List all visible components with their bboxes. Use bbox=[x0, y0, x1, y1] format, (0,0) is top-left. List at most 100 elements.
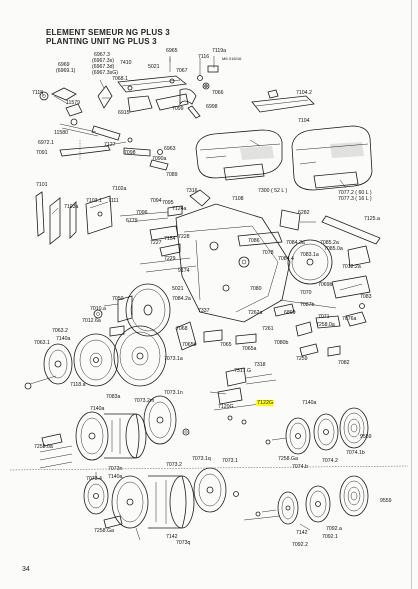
part-label: 7140a bbox=[90, 406, 105, 412]
part-label: 7102a bbox=[112, 186, 127, 192]
part-label: 7090a bbox=[152, 156, 167, 162]
part-label: (6967.3s) bbox=[92, 58, 114, 64]
part-label: 7092.1 bbox=[322, 534, 338, 540]
part-label: 7258.0a bbox=[34, 444, 53, 450]
part-label: 7337 bbox=[198, 308, 210, 314]
part-label: 7073q bbox=[176, 540, 191, 546]
part-label: 7111 bbox=[108, 198, 119, 204]
part-label: 6998 bbox=[206, 104, 218, 110]
part-label: 7073.1n bbox=[164, 390, 183, 396]
part-label: 6972.1 bbox=[38, 140, 54, 146]
press-wheels-bottom-right bbox=[243, 475, 369, 525]
part-label: 7063.1 bbox=[34, 340, 50, 346]
part-label: 7099 bbox=[172, 106, 184, 112]
coulter-bracket bbox=[213, 367, 277, 425]
part-label: 9559 bbox=[380, 498, 392, 504]
seed-hopper-small bbox=[195, 129, 283, 181]
gauge-wheels-front bbox=[24, 325, 167, 390]
part-label: 7104.2 bbox=[296, 90, 312, 96]
part-label: 7084.4 bbox=[278, 256, 294, 262]
part-label: 7124a bbox=[172, 206, 187, 212]
seed-hopper-lid bbox=[251, 89, 315, 113]
part-label: 7300 ( 52 L ) bbox=[258, 188, 288, 194]
part-label: (6967.3sG) bbox=[92, 70, 118, 76]
part-label: 9559 bbox=[360, 434, 372, 440]
part-label: 9174 bbox=[178, 268, 190, 274]
main-frame bbox=[119, 189, 291, 323]
part-label: 5021 bbox=[172, 286, 184, 292]
part-label: 7098 bbox=[124, 150, 136, 156]
part-label: 7083 bbox=[360, 294, 372, 300]
part-label: 7084.2a bbox=[172, 296, 191, 302]
part-label: 7140a bbox=[56, 336, 71, 342]
page-edge bbox=[411, 0, 412, 589]
part-label: 7074.b bbox=[292, 464, 308, 470]
part-label: 7410 bbox=[120, 60, 132, 66]
part-label: 7317.G bbox=[234, 368, 252, 374]
part-label: 7318 bbox=[254, 362, 266, 368]
part-label: 7262a bbox=[248, 310, 263, 316]
part-label: 7071 bbox=[318, 314, 330, 320]
part-label: 7125.a bbox=[364, 216, 380, 222]
chain-assembly bbox=[39, 87, 169, 171]
part-label: 7142 bbox=[166, 534, 178, 540]
part-label: 7118.a bbox=[70, 382, 86, 388]
highlighted-part-label: 7122G bbox=[256, 400, 275, 406]
part-label: 7073.2 bbox=[166, 462, 182, 468]
part-label: 7089 bbox=[166, 172, 178, 178]
part-label: 7103a bbox=[64, 204, 79, 210]
part-label: 7114 bbox=[32, 90, 44, 96]
part-label: 7050 bbox=[112, 296, 124, 302]
part-label: 7085.2a bbox=[320, 240, 339, 246]
part-label: 7063.2 bbox=[52, 328, 68, 334]
part-label: 7086 bbox=[248, 238, 260, 244]
part-label: 7108 bbox=[232, 196, 244, 202]
part-label: 11580 bbox=[54, 130, 69, 136]
part-label: 7012.6a bbox=[82, 318, 101, 324]
top-bracket-assembly bbox=[97, 56, 219, 119]
part-label: 6969 bbox=[58, 62, 70, 68]
seed-hopper-large bbox=[291, 125, 373, 191]
part-label: 7082 bbox=[338, 360, 350, 366]
part-label: 7077.2 ( 60 L ) bbox=[338, 190, 372, 196]
part-label: 7229 bbox=[164, 256, 176, 262]
part-label: M6 X16/16 bbox=[222, 56, 242, 61]
part-label: 7066 bbox=[212, 90, 224, 96]
part-label: 7010.a bbox=[90, 306, 106, 312]
part-label: 6965 bbox=[166, 48, 178, 54]
side-plates bbox=[35, 191, 113, 245]
part-label: 7068.1 bbox=[112, 76, 128, 82]
press-wheels-right bbox=[265, 407, 369, 455]
part-label: 7120G bbox=[218, 404, 234, 410]
press-wheels-bottom bbox=[83, 467, 239, 529]
closing-disc-assembly bbox=[273, 209, 381, 357]
part-label: 7116 bbox=[198, 54, 210, 60]
part-label: 7084.3a bbox=[286, 240, 305, 246]
part-label: 7258.0a bbox=[316, 322, 335, 328]
part-label: 7083a bbox=[106, 394, 121, 400]
part-label: 5021 bbox=[148, 64, 160, 70]
title-english: PLANTING UNIT NG PLUS 3 bbox=[46, 37, 157, 46]
part-label: 7103.1 bbox=[86, 198, 102, 204]
part-label: 6779 bbox=[126, 218, 138, 224]
part-label: 7077.3 ( 16 L ) bbox=[338, 196, 372, 202]
part-label: 7127 bbox=[104, 142, 116, 148]
part-label: 7091 bbox=[36, 150, 48, 156]
part-label: 7065b bbox=[182, 342, 197, 348]
part-label: 7140a bbox=[302, 400, 317, 406]
part-label: 7073.1a bbox=[164, 356, 183, 362]
part-label: (6969.1) bbox=[56, 68, 76, 74]
part-label: 7258.Ga bbox=[94, 528, 114, 534]
part-label: 7012.2a bbox=[342, 264, 361, 270]
page-number: 34 bbox=[22, 566, 30, 573]
leader-lines bbox=[39, 56, 347, 541]
part-label: 7228 bbox=[178, 234, 190, 240]
part-label: 7096 bbox=[136, 210, 148, 216]
part-label: 7074.1b bbox=[346, 450, 365, 456]
part-label: 7085.0a bbox=[324, 246, 343, 252]
part-label: 7080b bbox=[274, 340, 289, 346]
part-label: 7078 bbox=[262, 250, 274, 256]
part-label: 7076a bbox=[342, 316, 357, 322]
part-label: 7073n bbox=[108, 466, 123, 472]
